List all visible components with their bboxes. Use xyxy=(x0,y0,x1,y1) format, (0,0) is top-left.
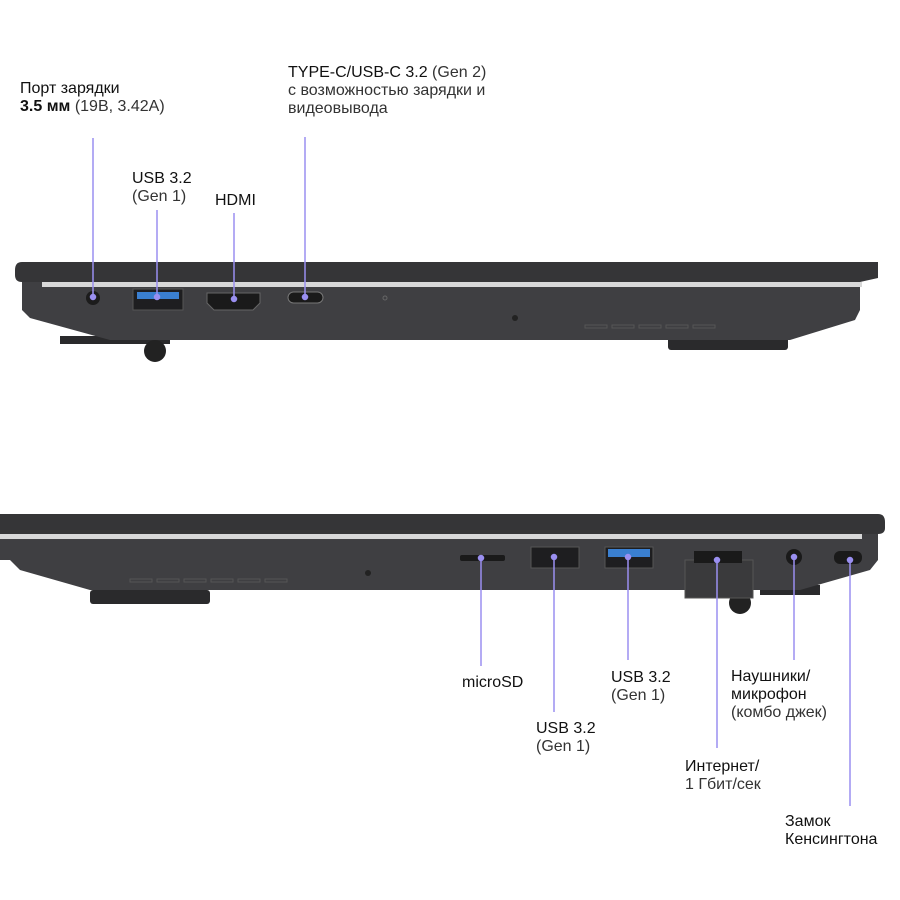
label-usb-a1: USB 3.2 (Gen 1) xyxy=(536,720,596,756)
label-ethernet: Интернет/ 1 Гбит/сек xyxy=(685,758,761,794)
usb-sub: (Gen 1) xyxy=(132,188,187,205)
usb-c-desc1: с возможностью зарядки и xyxy=(288,82,486,99)
label-audio: Наушники/ микрофон (комбо джек) xyxy=(731,668,827,722)
laptop-right-side xyxy=(0,514,885,614)
charge-port-title: Порт зарядки xyxy=(20,80,120,97)
kensington-title1: Замок xyxy=(785,813,831,830)
audio-title2: микрофон xyxy=(731,686,807,703)
rubber-foot xyxy=(144,340,166,362)
usb-c-gen: (Gen 2) xyxy=(432,64,487,81)
laptop-left-side xyxy=(15,262,878,362)
usb-sub: (Gen 1) xyxy=(611,687,666,704)
status-led xyxy=(382,295,388,301)
label-kensington: Замок Кенсингтона xyxy=(785,813,877,849)
label-microsd: microSD xyxy=(462,674,524,691)
usb-a-blue-port xyxy=(608,549,650,557)
ethernet-sub: 1 Гбит/сек xyxy=(685,776,761,793)
ethernet-port xyxy=(684,559,754,599)
charge-port-size: 3.5 мм xyxy=(20,98,71,115)
usb-title: USB 3.2 xyxy=(536,720,596,737)
usb-c-title: TYPE-C/USB-C 3.2 xyxy=(288,64,428,81)
usb-c-desc2: видеовывода xyxy=(288,100,388,117)
label-hdmi: HDMI xyxy=(215,192,256,209)
label-usb-a2: USB 3.2 (Gen 1) xyxy=(611,669,671,705)
leader-lines xyxy=(89,137,854,806)
ethernet-title: Интернет/ xyxy=(685,758,760,775)
label-usb-c: TYPE-C/USB-C 3.2 (Gen 2) с возможностью … xyxy=(288,64,486,118)
usb-title: USB 3.2 xyxy=(611,669,671,686)
audio-title1: Наушники/ xyxy=(731,668,811,685)
label-usb-left: USB 3.2 (Gen 1) xyxy=(132,170,192,206)
kensington-title2: Кенсингтона xyxy=(785,831,878,848)
usb-title: USB 3.2 xyxy=(132,170,192,187)
usb-sub: (Gen 1) xyxy=(536,738,591,755)
charge-port-spec: (19В, 3.42A) xyxy=(74,98,165,115)
label-charge-port: Порт зарядки 3.5 мм (19В, 3.42A) xyxy=(20,80,165,116)
audio-sub: (комбо джек) xyxy=(731,704,827,721)
